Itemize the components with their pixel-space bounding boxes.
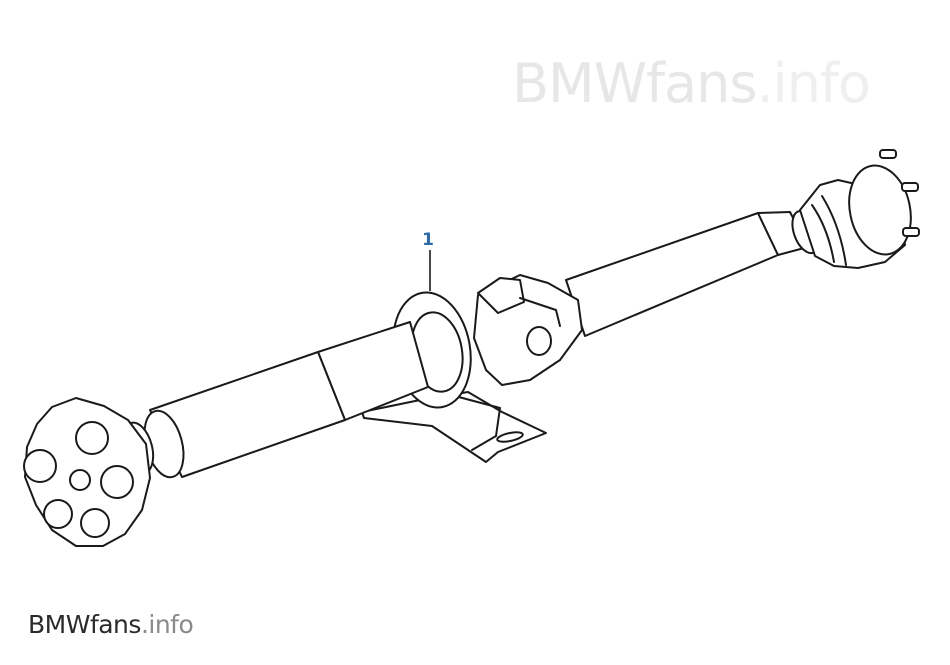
- rear-boot-fold: [821, 195, 847, 266]
- rear-flange: [848, 164, 912, 256]
- logo-brand: BMWfans: [28, 610, 141, 639]
- rear-boot-fold: [811, 204, 835, 263]
- bracket-slot: [496, 431, 524, 443]
- universal-joint-fork: [477, 277, 525, 314]
- brand-logo: BMWfans.info: [28, 610, 194, 639]
- callout-label-1[interactable]: 1: [422, 230, 434, 250]
- flex-disc-hub: [69, 469, 91, 491]
- logo-tld: .info: [140, 610, 194, 639]
- flange-stud: [879, 149, 897, 159]
- flex-disc-bolt: [43, 499, 73, 529]
- yoke-edge: [519, 297, 561, 327]
- flange-stud: [902, 227, 920, 237]
- flex-disc-bolt: [75, 421, 109, 455]
- watermark: BMWfans.info: [512, 52, 871, 115]
- flange-stud: [901, 182, 919, 192]
- watermark-brand: BMWfans: [512, 52, 757, 115]
- watermark-tld: .info: [756, 52, 871, 115]
- flex-disc-bolt: [80, 508, 110, 538]
- universal-joint-cap: [526, 326, 552, 356]
- rear-shaft-tube: [565, 212, 779, 337]
- flex-disc-bolt: [23, 449, 57, 483]
- flex-disc-bolt: [100, 465, 134, 499]
- bracket-edge: [439, 391, 501, 451]
